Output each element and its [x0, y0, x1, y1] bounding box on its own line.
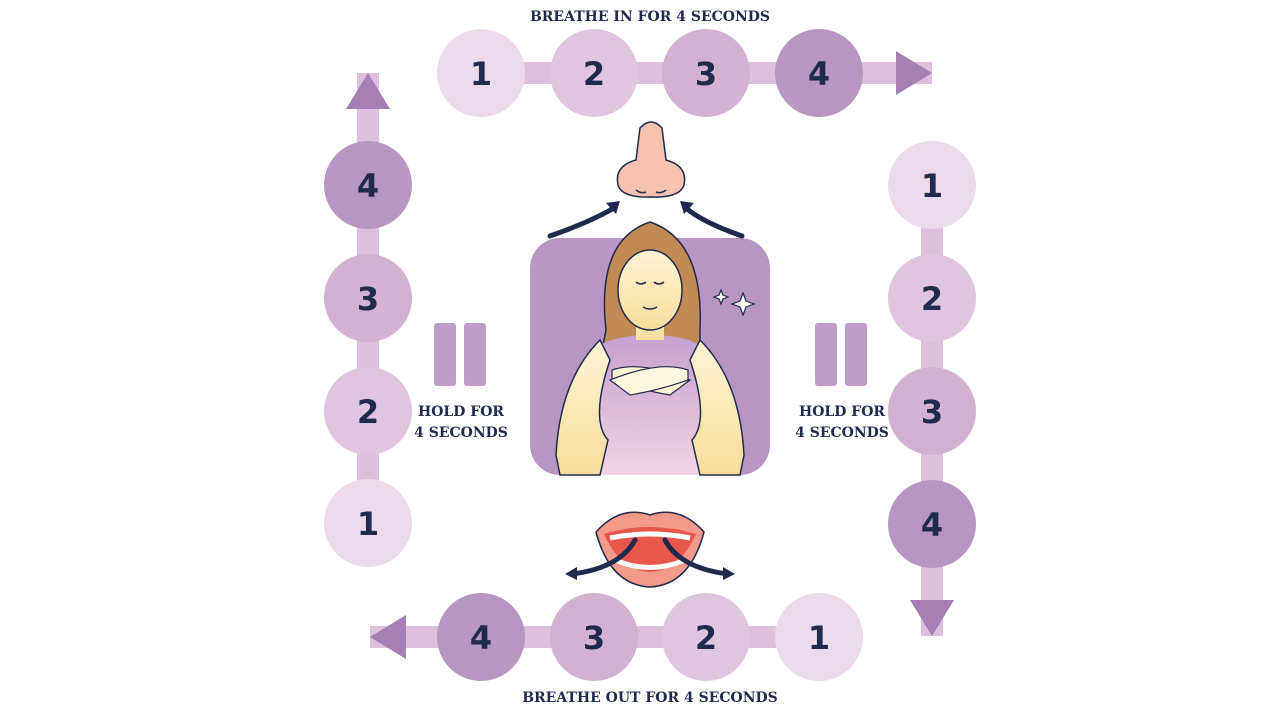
breathe-in-step-3 — [662, 29, 750, 117]
curved-arrow-icon — [547, 205, 745, 239]
breathe-in-step-number: 1 — [470, 55, 492, 93]
hold-left-label-line1: HOLD FOR — [418, 404, 504, 420]
breathe-in-step-2 — [550, 29, 638, 117]
hold-left-step-number: 2 — [357, 393, 379, 431]
breathe-out-label: BREATHE OUT FOR 4 SECONDS — [522, 690, 778, 706]
hold-left-step-4 — [324, 141, 412, 229]
sparkle-icon — [712, 288, 756, 317]
breathe-in-step-1 — [437, 29, 525, 117]
breathe-out-step-4 — [437, 593, 525, 681]
breathe-in-step-number: 4 — [808, 55, 830, 93]
breathe-in-step-4 — [775, 29, 863, 117]
hold-right-step-4 — [888, 480, 976, 568]
curved-arrow-icon — [569, 537, 731, 577]
hold-left-step-number: 4 — [357, 167, 379, 205]
hold-right-step-3 — [888, 367, 976, 455]
nose-icon — [616, 121, 686, 198]
hold-left-step-1 — [324, 479, 412, 567]
breathe-out-step-number: 2 — [695, 619, 717, 657]
hold-right-step-number: 3 — [921, 393, 943, 431]
hold-right-label-line1: HOLD FOR — [799, 404, 885, 420]
breathe-out-step-number: 1 — [808, 619, 830, 657]
hold-left-step-3 — [324, 254, 412, 342]
hold-right-step-2 — [888, 254, 976, 342]
breathe-out-arrowhead-icon — [370, 615, 406, 659]
breathe-in-step-number: 3 — [695, 55, 717, 93]
breathe-out-step-2 — [662, 593, 750, 681]
breathe-in-step-number: 2 — [583, 55, 605, 93]
hold-left-label-line2: 4 SECONDS — [414, 425, 508, 441]
hold-left-arrowhead-icon — [346, 73, 390, 109]
woman-breathing-illustration — [530, 221, 770, 476]
hold-right-arrowhead-icon — [910, 600, 954, 636]
pause-icon — [815, 323, 867, 386]
hold-right-step-number: 2 — [921, 280, 943, 318]
hold-right-step-1 — [888, 141, 976, 229]
breathe-in-arrowhead-icon — [896, 51, 932, 95]
hold-left-step-number: 1 — [357, 505, 379, 543]
hold-right-label-line2: 4 SECONDS — [795, 425, 889, 441]
arrowhead-icon — [606, 201, 694, 214]
pause-icon — [434, 323, 486, 386]
hold-left-step-2 — [324, 367, 412, 455]
breathe-in-label: BREATHE IN FOR 4 SECONDS — [530, 9, 770, 25]
hold-right-step-number: 4 — [921, 506, 943, 544]
breathe-out-step-number: 3 — [583, 619, 605, 657]
breathe-out-step-number: 4 — [470, 619, 492, 657]
hold-right-step-number: 1 — [921, 167, 943, 205]
breathe-out-step-1 — [775, 593, 863, 681]
hold-left-step-number: 3 — [357, 280, 379, 318]
mouth-icon — [595, 511, 705, 588]
breathe-out-step-3 — [550, 593, 638, 681]
